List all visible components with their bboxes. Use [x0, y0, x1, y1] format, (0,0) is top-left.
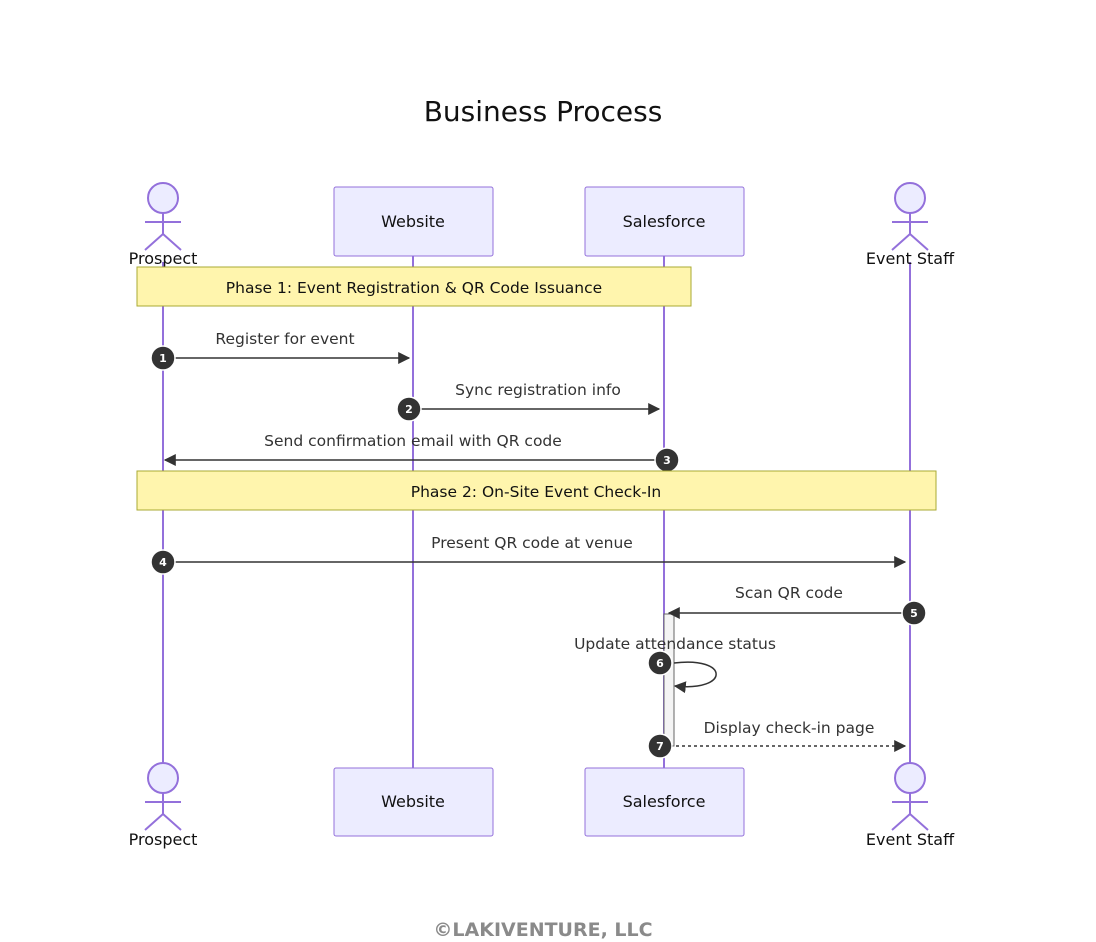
copyright-footer: ©LAKIVENTURE, LLC	[433, 919, 652, 941]
participant-label: Website	[381, 212, 445, 231]
sequence-number-badge	[150, 345, 176, 371]
sequence-number: 4	[159, 556, 167, 569]
actor-event-staff-top: Event Staff	[866, 182, 955, 268]
note-text: Phase 2: On-Site Event Check-In	[411, 483, 662, 501]
actor-icon	[147, 762, 179, 794]
message-4: Present QR code at venue 4	[150, 534, 907, 575]
actor-icon	[147, 182, 179, 214]
message-label: Present QR code at venue	[431, 534, 633, 552]
activation-bar	[663, 613, 675, 747]
message-label: Update attendance status	[574, 635, 776, 653]
sequence-number: 7	[656, 740, 664, 753]
sequence-number: 6	[656, 657, 664, 670]
sequence-number: 3	[663, 454, 671, 467]
note-phase-2: Phase 2: On-Site Event Check-In	[136, 470, 937, 511]
sequence-number: 1	[159, 352, 167, 365]
message-3: Send confirmation email with QR code 3	[163, 432, 680, 473]
participant-label: Salesforce	[623, 792, 706, 811]
note-phase-1: Phase 1: Event Registration & QR Code Is…	[136, 266, 692, 307]
participant-website-bottom: Website	[333, 767, 494, 837]
actor-icon	[894, 762, 926, 794]
message-label: Register for event	[215, 330, 354, 348]
diagram-title: Business Process	[424, 95, 663, 128]
participant-website-top: Website	[333, 186, 494, 257]
actor-event-staff-bottom: Event Staff	[866, 762, 955, 849]
sequence-number-badge	[647, 733, 673, 759]
message-2: Sync registration info 2	[396, 381, 661, 422]
message-label: Sync registration info	[455, 381, 621, 399]
actor-prospect-top: Prospect	[129, 182, 198, 268]
message-label: Display check-in page	[704, 719, 875, 737]
actor-label: Event Staff	[866, 830, 955, 849]
actor-prospect-bottom: Prospect	[129, 762, 198, 849]
actor-label: Prospect	[129, 830, 198, 849]
sequence-number-badge	[396, 396, 422, 422]
message-6: Update attendance status 6	[574, 635, 776, 694]
sequence-number-badge	[150, 549, 176, 575]
participant-label: Salesforce	[623, 212, 706, 231]
participant-label: Website	[381, 792, 445, 811]
actor-label: Prospect	[129, 249, 198, 268]
message-5: Scan QR code 5	[667, 584, 927, 626]
message-label: Scan QR code	[735, 584, 843, 602]
sequence-number-badge	[901, 600, 927, 626]
message-1: Register for event 1	[150, 330, 411, 371]
participant-salesforce-bottom: Salesforce	[584, 767, 745, 837]
actor-icon	[894, 182, 926, 214]
participant-salesforce-top: Salesforce	[584, 186, 745, 257]
note-text: Phase 1: Event Registration & QR Code Is…	[226, 279, 602, 297]
sequence-number: 2	[405, 403, 413, 416]
sequence-number-badge	[647, 650, 673, 676]
actor-label: Event Staff	[866, 249, 955, 268]
sequence-number: 5	[910, 607, 918, 620]
message-label: Send confirmation email with QR code	[264, 432, 562, 450]
message-7: Display check-in page 7	[647, 719, 907, 759]
